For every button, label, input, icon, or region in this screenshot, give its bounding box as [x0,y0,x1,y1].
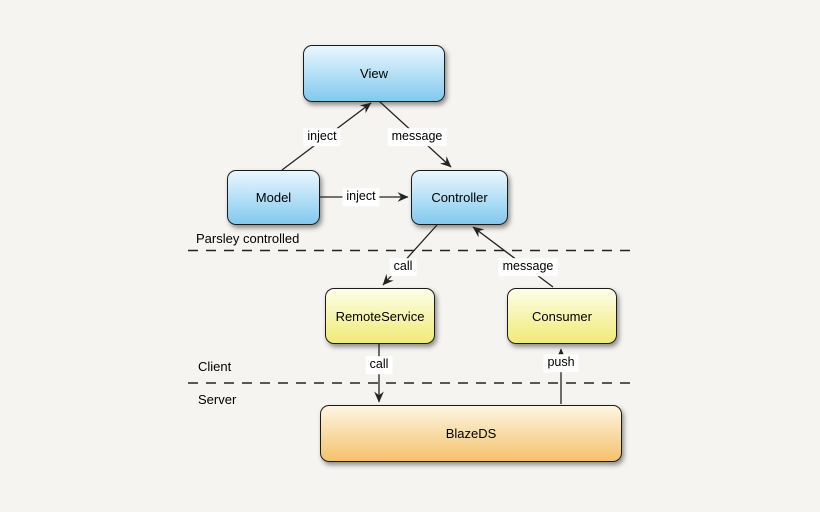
node-blazeds: BlazeDS [320,405,622,462]
node-model: Model [227,170,320,225]
arrow-consumer-to-controller [472,226,554,288]
region-label-server: Server [198,392,237,407]
node-view: View [303,45,445,102]
arrow-controller-to-remoteservice [382,224,438,286]
edge-label-call-controller-remoteservice: call [389,258,417,276]
edge-label-push-blazeds-consumer: push [543,354,579,372]
node-remoteservice: RemoteService [325,288,435,344]
edge-label-inject-model-view: inject [303,128,341,146]
edge-label-message-view-controller: message [387,128,447,146]
edge-label-message-consumer-controller: message [498,258,558,276]
region-label-parsley-controlled: Parsley controlled [196,231,300,246]
node-controller: Controller [411,170,508,225]
edge-label-call-remoteservice-blazeds: call [365,356,393,374]
edge-label-inject-model-controller: inject [342,188,380,206]
region-label-client: Client [198,359,232,374]
node-consumer: Consumer [507,288,617,344]
